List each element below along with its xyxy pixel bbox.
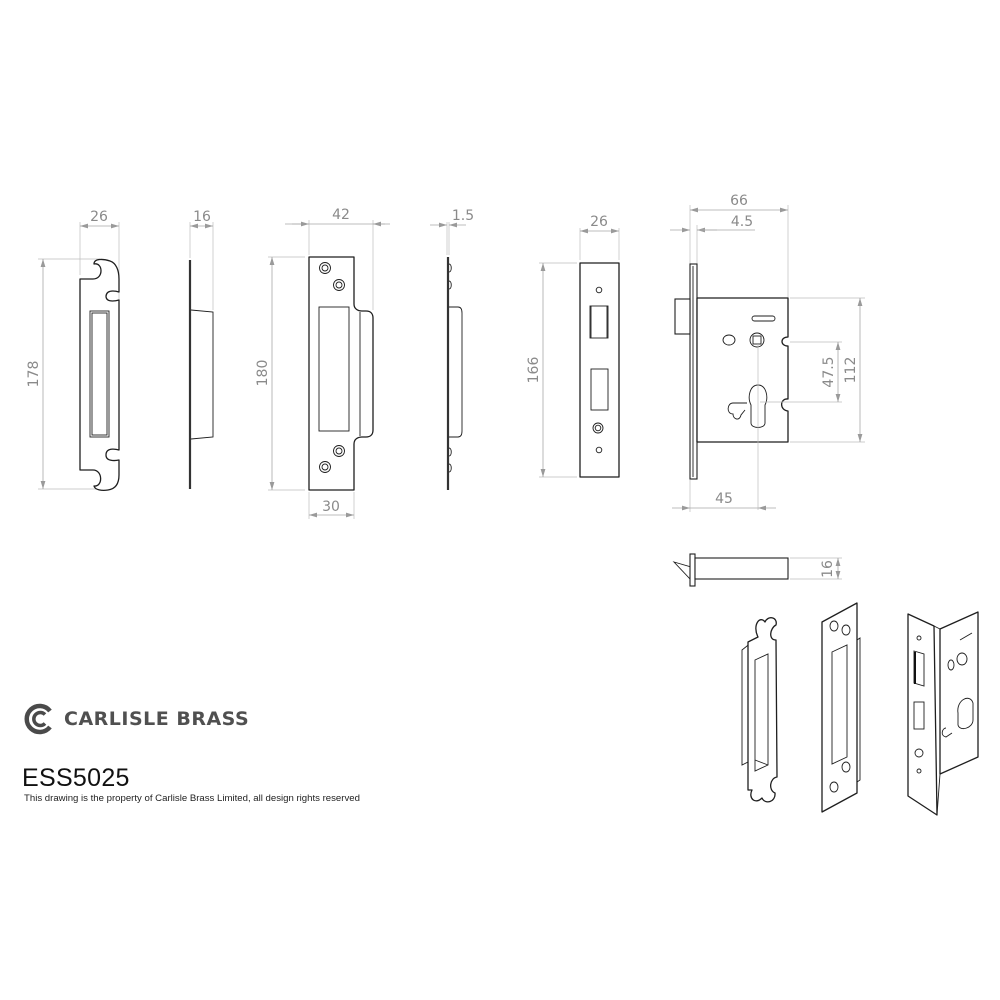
rebate-keep-width-dimension: 42 [332,207,350,223]
keep-depth-dimension: 16 [193,209,211,225]
backset-dimension: 45 [715,491,733,507]
brand-name: CARLISLE BRASS [64,708,250,730]
keep-side-view: 16 [188,209,214,489]
forend-height-dimension: 166 [526,357,542,384]
overall-depth-dimension: 66 [730,193,748,209]
forend-front-view: 26 166 [526,214,620,478]
title-block: CARLISLE BRASS [22,702,249,736]
centres-dimension: 47.5 [821,356,837,387]
rebate-keep-height-dimension: 180 [255,360,271,387]
case-height-dimension: 112 [843,357,859,384]
keep-width-dimension: 26 [90,209,108,225]
brand-logo-row: CARLISLE BRASS [22,702,249,736]
copyright-disclaimer: This drawing is the property of Carlisle… [24,793,360,804]
product-code: ESS5025 [22,764,130,792]
isometric-rebate-keep [821,602,861,813]
rebate-keep-thickness-dimension: 1.5 [452,208,474,224]
isometric-lock-body [907,611,979,816]
lock-body-side-view: 66 4.5 47.5 112 45 [670,193,865,512]
rebate-plate-width-dimension: 30 [322,499,340,515]
keep-front-view: 26 178 [26,209,120,492]
rebate-keep-side-view: 1.5 [430,208,474,490]
forend-thickness-dimension: 4.5 [731,214,753,230]
rebate-keep-front-view: 42 180 30 [255,207,390,519]
carlisle-brass-c-logo-icon [24,703,52,735]
isometric-standard-keep [741,617,778,803]
keep-height-dimension: 178 [26,361,42,388]
bolt-thickness-dimension: 16 [820,560,836,578]
forend-width-dimension: 26 [590,214,608,230]
screw-holes [319,262,345,473]
bolt-top-view: 16 [672,553,842,587]
